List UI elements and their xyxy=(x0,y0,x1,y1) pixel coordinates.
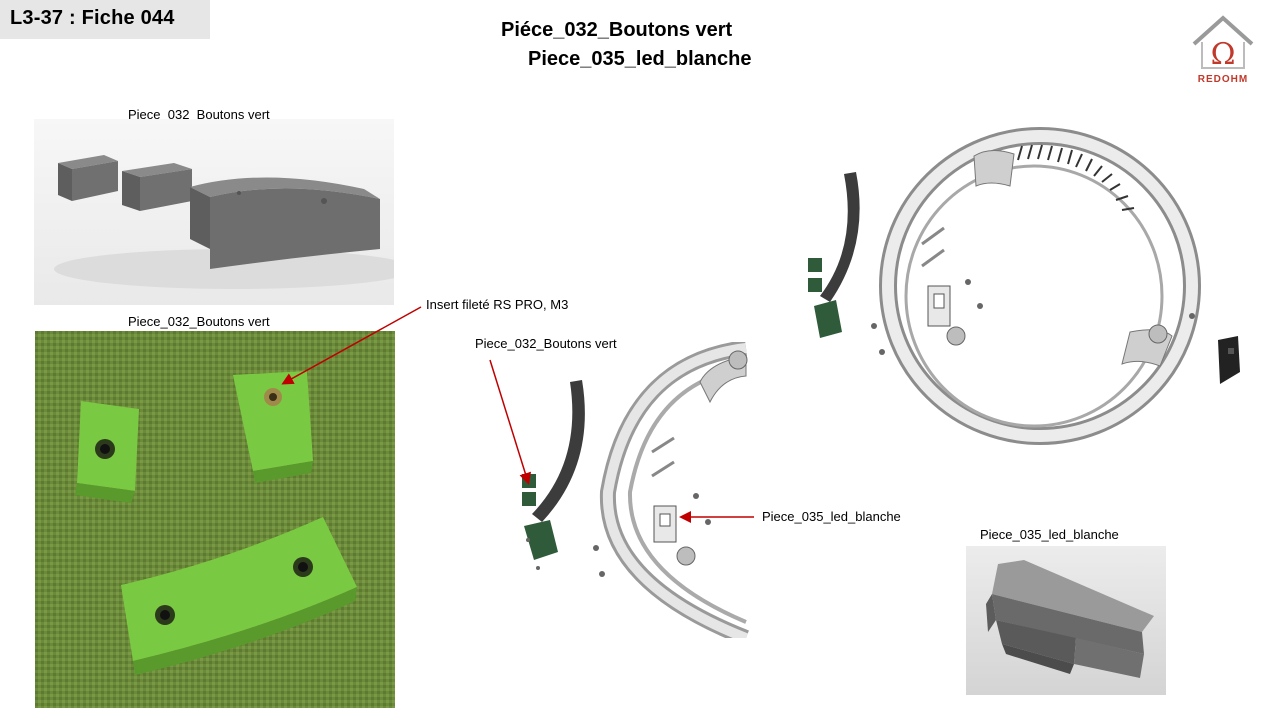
caption-exploded-buttons: Piece_032_Boutons vert xyxy=(475,336,617,351)
sheet-tag: L3-37 : Fiche 044 xyxy=(0,0,210,39)
render-led-blanche xyxy=(966,546,1166,695)
render-buttons-grey xyxy=(34,119,394,305)
caption-photo-green: Piece_032_Boutons vert xyxy=(128,314,270,329)
sheet-tag-label: L3-37 : Fiche 044 xyxy=(10,7,175,29)
logo-house-icon: Ω xyxy=(1192,15,1254,72)
caption-render-top: Piece_032_Boutons vert xyxy=(128,107,270,122)
logo-text: REDOHM xyxy=(1197,74,1249,85)
caption-exploded-led: Piece_035_led_blanche xyxy=(762,509,901,524)
caption-led-render: Piece_035_led_blanche xyxy=(980,527,1119,542)
page-title-line2: Piece_035_led_blanche xyxy=(528,48,752,70)
caption-insert: Insert fileté RS PRO, M3 xyxy=(426,297,569,312)
arrow-buttons xyxy=(489,359,532,485)
svg-text:Ω: Ω xyxy=(1211,37,1236,72)
exploded-view-detail xyxy=(510,342,750,638)
arrow-insert xyxy=(281,306,422,385)
exploded-view-full xyxy=(800,126,1240,454)
photo-green-parts xyxy=(35,331,395,708)
page-title-line1: Piéce_032_Boutons vert xyxy=(501,19,733,41)
redohm-logo: Ω REDOHM xyxy=(1188,12,1258,90)
